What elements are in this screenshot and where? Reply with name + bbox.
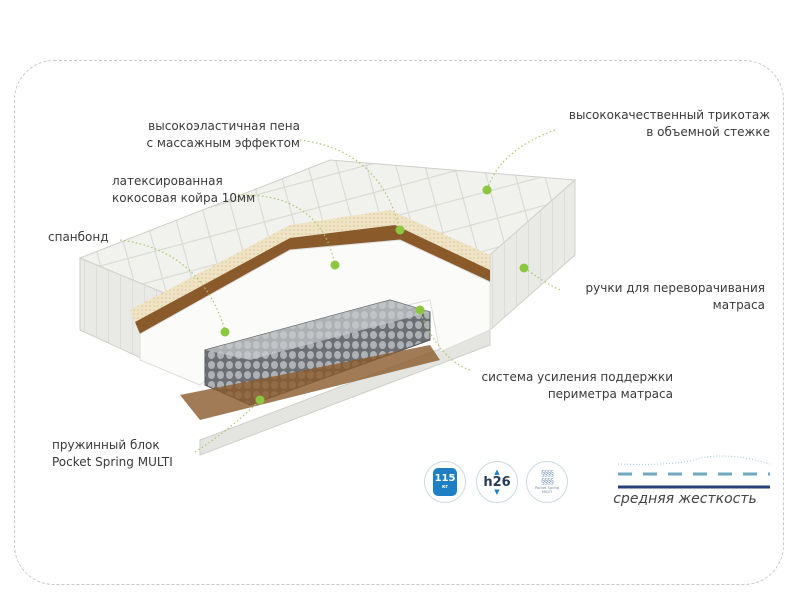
marker-dot — [330, 260, 340, 270]
label-perimeter: система усиления поддержки периметра мат… — [470, 369, 673, 403]
label-handles: ручки для переворачивания матраса — [560, 280, 765, 314]
label-line: периметра матраса — [547, 387, 673, 401]
label-line: в объемной стежке — [646, 125, 770, 139]
label-line: пружинный блок — [52, 438, 160, 452]
dashed-frame — [14, 60, 784, 585]
coir-layer — [135, 225, 490, 334]
leader-lines — [119, 129, 561, 453]
label-line: Pocket Spring MULTI — [52, 455, 173, 469]
marker-dot — [482, 185, 492, 195]
marker-dot — [519, 263, 529, 273]
arrow-down-icon: ▼ — [494, 487, 500, 496]
load-unit: кг — [441, 484, 448, 490]
label-line: кокосовая койра 10мм — [112, 191, 256, 205]
springs-icon: §§§§§§§§ — [541, 469, 554, 486]
firmness-scale — [617, 455, 771, 489]
load-badge: 115 кг — [424, 461, 466, 503]
label-line: с массажным эффектом — [146, 136, 301, 150]
spring-badge: §§§§§§§§ Pocket Spring MULTI — [526, 461, 568, 503]
label-line: высокоэластичная пена — [148, 119, 300, 133]
marker-dot — [415, 305, 425, 315]
label-spunbond: спанбонд — [48, 230, 109, 244]
label-coir: латексированная кокосовая койра 10мм — [112, 173, 255, 207]
latex-layer — [290, 210, 490, 270]
label-knit: высококачественный трикотаж в объемной с… — [560, 107, 770, 141]
label-spring-block: пружинный блок Pocket Spring MULTI — [52, 437, 173, 471]
label-line: высококачественный трикотаж — [568, 108, 770, 122]
label-line: латексированная — [112, 174, 223, 188]
arrow-up-icon: ▲ — [494, 467, 500, 476]
load-value: 115 — [434, 473, 456, 484]
label-line: ручки для переворачивания — [585, 281, 765, 295]
firmness-label: средняя жесткость — [613, 491, 757, 507]
marker-dot — [395, 225, 405, 235]
height-value: h26 — [483, 474, 511, 490]
label-line: матраса — [712, 298, 765, 312]
weight-icon: 115 кг — [433, 468, 457, 496]
label-line: система усиления поддержки — [481, 370, 673, 384]
marker-dots — [220, 185, 529, 405]
marker-dot — [255, 395, 265, 405]
marker-dot — [220, 327, 230, 337]
height-badge: ▲ h26 ▼ — [476, 461, 518, 503]
spring-badge-label: Pocket Spring MULTI — [535, 486, 559, 494]
label-foam: высокоэластичная пена с массажным эффект… — [130, 118, 301, 152]
